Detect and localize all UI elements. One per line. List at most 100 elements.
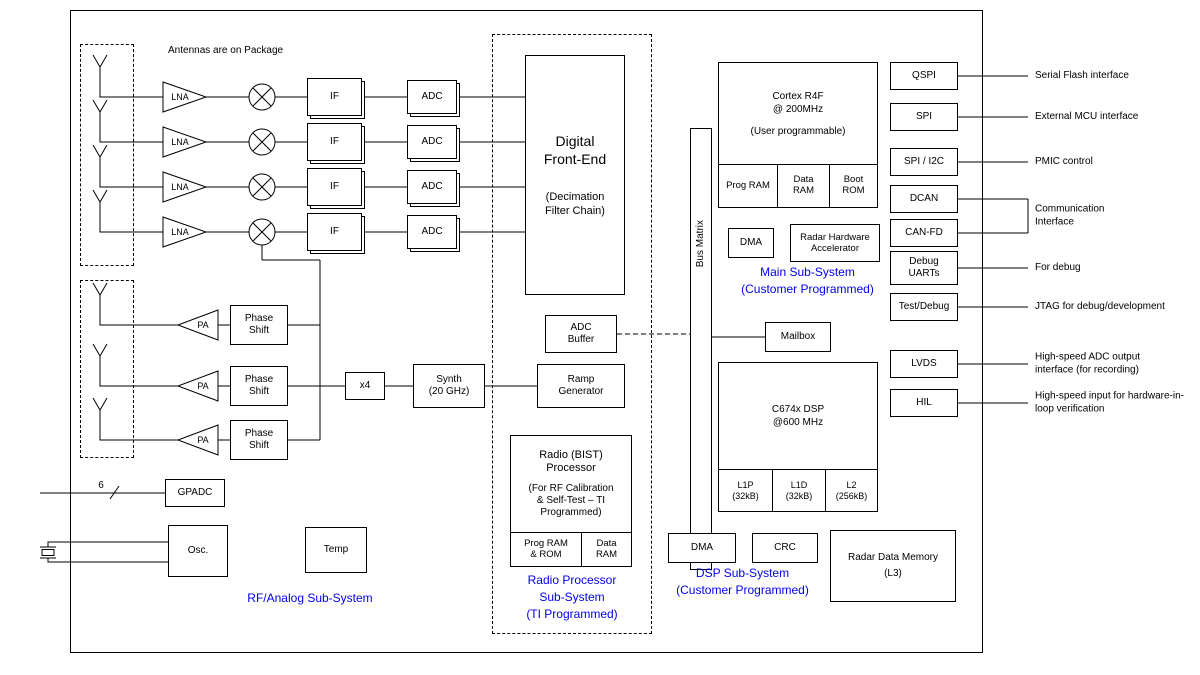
main-subsystem-label: Main Sub-System (Customer Programmed) xyxy=(741,265,874,296)
antenna-icon xyxy=(92,99,163,143)
antennas-note: Antennas are on Package xyxy=(168,45,284,56)
lna-label: LNA xyxy=(171,182,189,192)
pa-amplifier-icons xyxy=(176,309,219,456)
lna-amplifier-icons xyxy=(162,81,208,248)
ramp-generator: Ramp Generator xyxy=(537,364,625,408)
gpadc-block: GPADC xyxy=(165,479,225,507)
dsp-dma: DMA xyxy=(668,533,736,563)
ext-label-for-debug: For debug xyxy=(1035,261,1081,273)
oscillator-block: Osc. xyxy=(168,525,228,577)
peripheral-wires xyxy=(958,75,1029,404)
cortex-boot-rom: Boot ROM xyxy=(829,165,877,207)
lna-label: LNA xyxy=(171,227,189,237)
dsp-title: C674x DSP @600 MHz xyxy=(771,404,825,428)
bist-subtitle: (For RF Calibration & Self-Test – TI Pro… xyxy=(528,483,614,519)
antenna-icon xyxy=(92,54,163,98)
dsp-l1p: L1P (32kB) xyxy=(732,480,759,501)
chip-boundary xyxy=(70,10,983,653)
gpadc-wire xyxy=(40,485,165,500)
lna-label: LNA xyxy=(171,92,189,102)
dsp-l1d: L1D (32kB) xyxy=(772,470,825,511)
lo-distribution-wire xyxy=(261,245,345,440)
crystal-icon xyxy=(40,541,168,563)
bist-data-ram: Data RAM xyxy=(581,533,631,566)
peripheral-debug-uarts: Debug UARTs xyxy=(890,251,958,285)
cortex-r4f: Cortex R4F @ 200MHz (User programmable) … xyxy=(718,62,878,208)
ext-label-lvds: High-speed ADC output interface (for rec… xyxy=(1035,351,1141,376)
bus-matrix: Bus Matrix xyxy=(690,128,712,570)
adc-buffer: ADC Buffer xyxy=(545,315,617,353)
phase-shift: Phase Shift xyxy=(230,420,288,460)
antenna-icon xyxy=(92,189,163,233)
peripheral-lvds: LVDS xyxy=(890,350,958,378)
can-bracket-wire xyxy=(958,198,1029,234)
cortex-subtitle: (User programmable) xyxy=(750,125,846,137)
dfe-subtitle: (Decimation Filter Chain) xyxy=(545,190,605,218)
rx-antenna-enclosure xyxy=(80,44,134,266)
ext-label-communication: Communication Interface xyxy=(1035,203,1105,228)
dsp-subsystem-label: DSP Sub-System (Customer Programmed) xyxy=(676,566,809,597)
peripheral-spi-i2c: SPI / I2C xyxy=(890,148,958,176)
tx-chain-wires xyxy=(218,245,537,441)
if-stage: IF xyxy=(307,168,362,206)
temp-sensor-block: Temp xyxy=(305,527,367,573)
bus-matrix-label: Bus Matrix xyxy=(695,220,706,268)
antenna-icon xyxy=(92,144,163,188)
antenna-icon xyxy=(92,343,178,387)
antenna-icon xyxy=(92,397,178,441)
rx-chain-wires xyxy=(206,96,525,233)
x4-multiplier: x4 xyxy=(345,372,385,400)
tx-antenna-enclosure xyxy=(80,280,134,458)
cortex-title: Cortex R4F @ 200MHz xyxy=(772,90,824,115)
dsp-l2: L2 (256kB) xyxy=(825,470,877,511)
peripheral-can-fd: CAN-FD xyxy=(890,219,958,247)
antenna-icon xyxy=(92,282,178,326)
ext-label-jtag: JTAG for debug/development xyxy=(1035,300,1165,312)
if-stage: IF xyxy=(307,213,362,251)
peripheral-test-debug: Test/Debug xyxy=(890,293,958,321)
cortex-data-ram: Data RAM xyxy=(777,165,829,207)
mailbox-block: Mailbox xyxy=(765,322,831,352)
if-stage: IF xyxy=(307,123,362,161)
lna-triangle xyxy=(162,216,208,248)
peripheral-dcan: DCAN xyxy=(890,185,958,213)
dfe-title: Digital Front-End xyxy=(543,132,607,167)
radio-subsystem-enclosure xyxy=(492,34,652,634)
ext-label-external-mcu: External MCU interface xyxy=(1035,110,1139,122)
synth-block: Synth (20 GHz) xyxy=(413,364,485,408)
ext-label-hil: High-speed input for hardware-in- loop v… xyxy=(1035,390,1184,415)
tx-antenna-wires xyxy=(92,282,178,441)
digital-front-end: Digital Front-End (Decimation Filter Cha… xyxy=(525,55,625,295)
lna-triangle xyxy=(162,81,208,113)
main-dma: DMA xyxy=(728,228,774,258)
bist-title: Radio (BIST) Processor xyxy=(539,448,603,474)
cortex-prog-ram: Prog RAM xyxy=(726,179,770,191)
c674x-dsp: C674x DSP @600 MHz L1P (32kB) L1D (32kB)… xyxy=(718,362,878,512)
rf-analog-subsystem-label: RF/Analog Sub-System xyxy=(247,591,373,605)
radar-data-memory: Radar Data Memory (L3) xyxy=(830,530,956,602)
pa-label: PA xyxy=(197,381,208,391)
ext-label-serial-flash: Serial Flash interface xyxy=(1035,69,1129,81)
bus-width-label: 6 xyxy=(98,480,104,491)
adc-block: ADC xyxy=(407,170,457,204)
peripheral-qspi: QSPI xyxy=(890,62,958,90)
peripheral-spi: SPI xyxy=(890,103,958,131)
lna-triangle xyxy=(162,126,208,158)
dsp-crc: CRC xyxy=(752,533,818,563)
adc-block: ADC xyxy=(407,125,457,159)
radio-subsystem-label: Radio Processor Sub-System (TI Programme… xyxy=(526,573,618,621)
peripheral-hil: HIL xyxy=(890,389,958,417)
lna-triangle xyxy=(162,171,208,203)
ext-label-pmic-control: PMIC control xyxy=(1035,155,1093,167)
phase-shift: Phase Shift xyxy=(230,366,288,406)
pa-label: PA xyxy=(197,435,208,445)
pa-label: PA xyxy=(197,320,208,330)
radio-bist-processor: Radio (BIST) Processor (For RF Calibrati… xyxy=(510,435,632,567)
adc-block: ADC xyxy=(407,215,457,249)
rx-antenna-wires xyxy=(92,54,163,233)
bist-prog-ram-rom: Prog RAM & ROM xyxy=(524,537,568,560)
lna-label: LNA xyxy=(171,137,189,147)
bus-width-slash xyxy=(109,485,120,500)
